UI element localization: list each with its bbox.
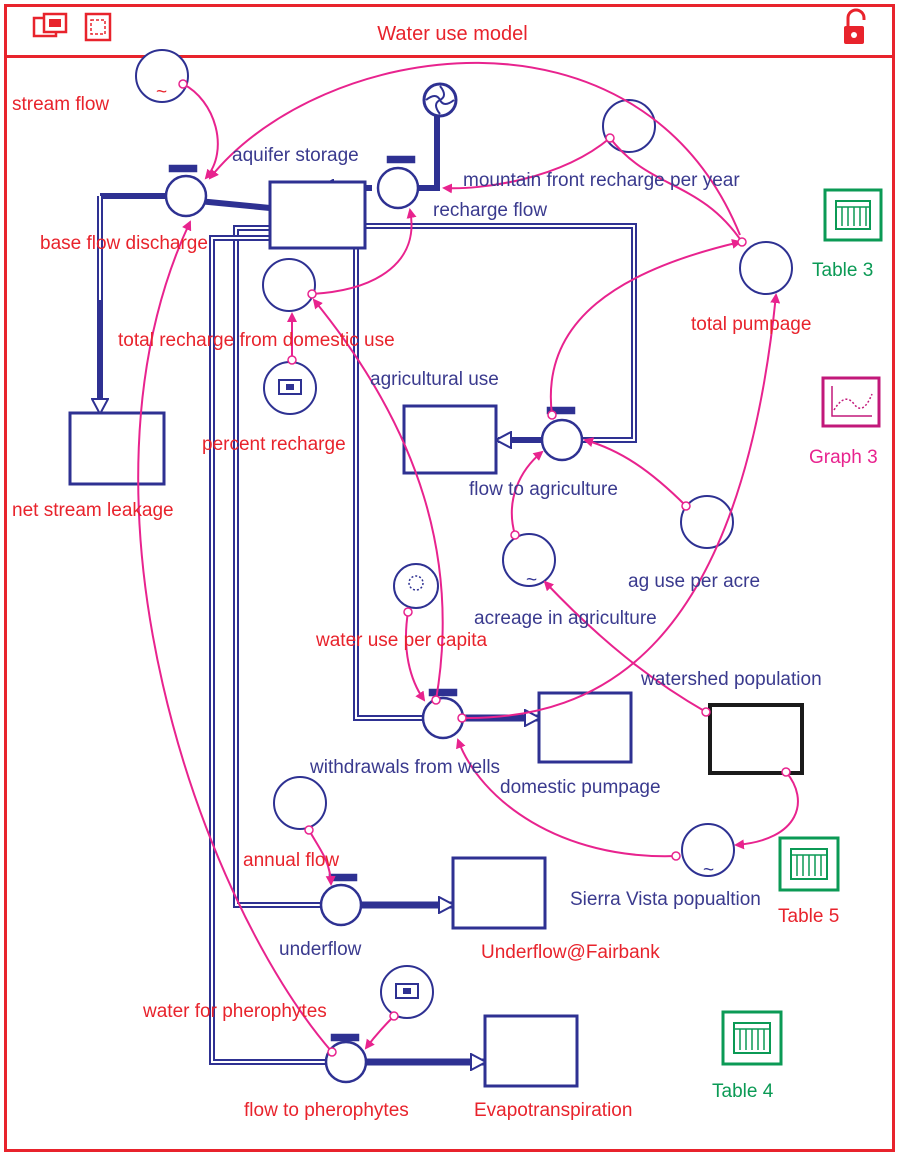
stock-aquifer-storage[interactable] <box>268 180 367 250</box>
converter-sierra-vista-population[interactable]: ~ <box>681 823 735 881</box>
converter-water-use-per-capita[interactable] <box>393 563 439 609</box>
label-base-flow-discharge: base flow discharge <box>40 233 208 254</box>
title-bar: Water use model <box>4 4 895 58</box>
label-watershed-population: watershed population <box>640 669 822 690</box>
table-3-icon[interactable] <box>823 188 883 242</box>
svg-text:~: ~ <box>703 860 714 881</box>
converter-annual-flow[interactable] <box>273 776 327 830</box>
label-water-use-per-capita: water use per capita <box>315 630 488 651</box>
stock-evapotranspiration[interactable] <box>483 1014 579 1088</box>
converter-total-recharge-domestic[interactable] <box>262 258 316 312</box>
table-4-icon[interactable] <box>721 1010 783 1066</box>
label-aquifer-storage: aquifer storage <box>232 145 359 166</box>
label-total-recharge-domestic: total recharge from domestic use <box>118 330 395 351</box>
label-ag-use-per-acre: ag use per acre <box>628 571 760 592</box>
label-table-3: Table 3 <box>812 260 873 281</box>
cloud-source-icon <box>422 82 458 118</box>
label-stream-flow: stream flow <box>12 94 109 115</box>
stock-domestic-pumpage[interactable] <box>537 691 633 764</box>
label-water-for-pherophytes: water for pherophytes <box>142 1001 327 1022</box>
stock-watershed-population[interactable] <box>708 703 804 775</box>
page-icon[interactable] <box>84 12 112 42</box>
valve-recharge-flow[interactable] <box>376 155 420 210</box>
svg-text:~: ~ <box>156 82 167 103</box>
converter-total-pumpage[interactable] <box>739 241 793 295</box>
label-graph-3: Graph 3 <box>809 447 878 468</box>
valve-base-flow-discharge[interactable] <box>164 164 208 218</box>
window-title: Water use model <box>377 23 528 45</box>
converter-acreage-in-agriculture[interactable]: ~ <box>502 533 556 591</box>
label-withdrawals-from-wells: withdrawals from wells <box>309 757 500 778</box>
valve-withdrawals-from-wells[interactable] <box>421 688 465 740</box>
label-annual-flow: annual flow <box>243 850 339 871</box>
valve-underflow[interactable] <box>319 873 363 927</box>
valve-flow-to-agriculture[interactable] <box>540 406 584 462</box>
label-flow-to-agriculture: flow to agriculture <box>469 479 618 500</box>
connectors <box>137 61 799 1053</box>
label-domestic-pumpage: domestic pumpage <box>500 777 661 798</box>
converter-stream-flow[interactable]: ~ <box>135 49 189 103</box>
converter-percent-recharge[interactable] <box>263 361 317 415</box>
label-table-4: Table 4 <box>712 1081 774 1102</box>
label-acreage-in-agriculture: acreage in agriculture <box>474 608 657 629</box>
label-underflow-fairbank: Underflow@Fairbank <box>481 942 660 963</box>
label-mountain-front-recharge: mountain front recharge per year <box>463 170 740 191</box>
converter-mountain-front-recharge[interactable] <box>602 99 656 153</box>
valve-flow-to-pherophytes[interactable] <box>324 1033 368 1084</box>
label-net-stream-leakage: net stream leakage <box>12 500 174 521</box>
label-flow-to-pherophytes: flow to pherophytes <box>244 1100 409 1121</box>
label-table-5: Table 5 <box>778 906 839 927</box>
label-agricultural-use: agricultural use <box>370 369 499 390</box>
stock-net-stream-leakage[interactable] <box>68 411 166 486</box>
table-5-icon[interactable] <box>778 836 840 892</box>
graph-3-icon[interactable] <box>821 376 881 428</box>
converter-water-for-pherophytes[interactable] <box>380 965 434 1019</box>
converter-ag-use-per-acre[interactable] <box>680 495 734 549</box>
label-recharge-flow: recharge flow <box>433 200 547 221</box>
label-underflow: underflow <box>279 939 362 960</box>
connector-dots <box>178 79 791 1057</box>
label-total-pumpage: total pumpage <box>691 314 811 335</box>
label-percent-recharge: percent recharge <box>202 434 346 455</box>
label-sierra-vista-population: Sierra Vista popualtion <box>570 889 761 910</box>
label-evapotranspiration: Evapotranspiration <box>474 1100 632 1121</box>
unlock-icon[interactable] <box>844 8 866 44</box>
stack-windows-icon[interactable] <box>32 12 68 38</box>
stock-agricultural-use[interactable] <box>402 404 498 475</box>
flow-pipes <box>100 112 637 1062</box>
svg-text:~: ~ <box>526 570 537 591</box>
stock-underflow-fairbank[interactable] <box>451 856 547 930</box>
